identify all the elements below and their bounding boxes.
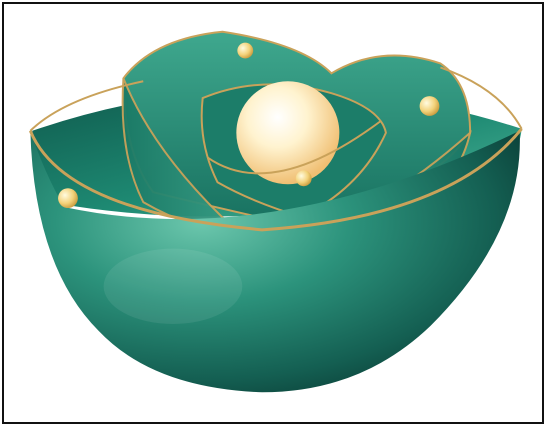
planet-left: [58, 188, 78, 208]
nested-spheres-illustration: [4, 4, 542, 422]
planet-inner: [296, 170, 312, 186]
planet-right: [420, 96, 440, 116]
bowl-highlight: [104, 249, 243, 324]
planet-top: [237, 43, 253, 59]
image-frame: [2, 2, 544, 424]
